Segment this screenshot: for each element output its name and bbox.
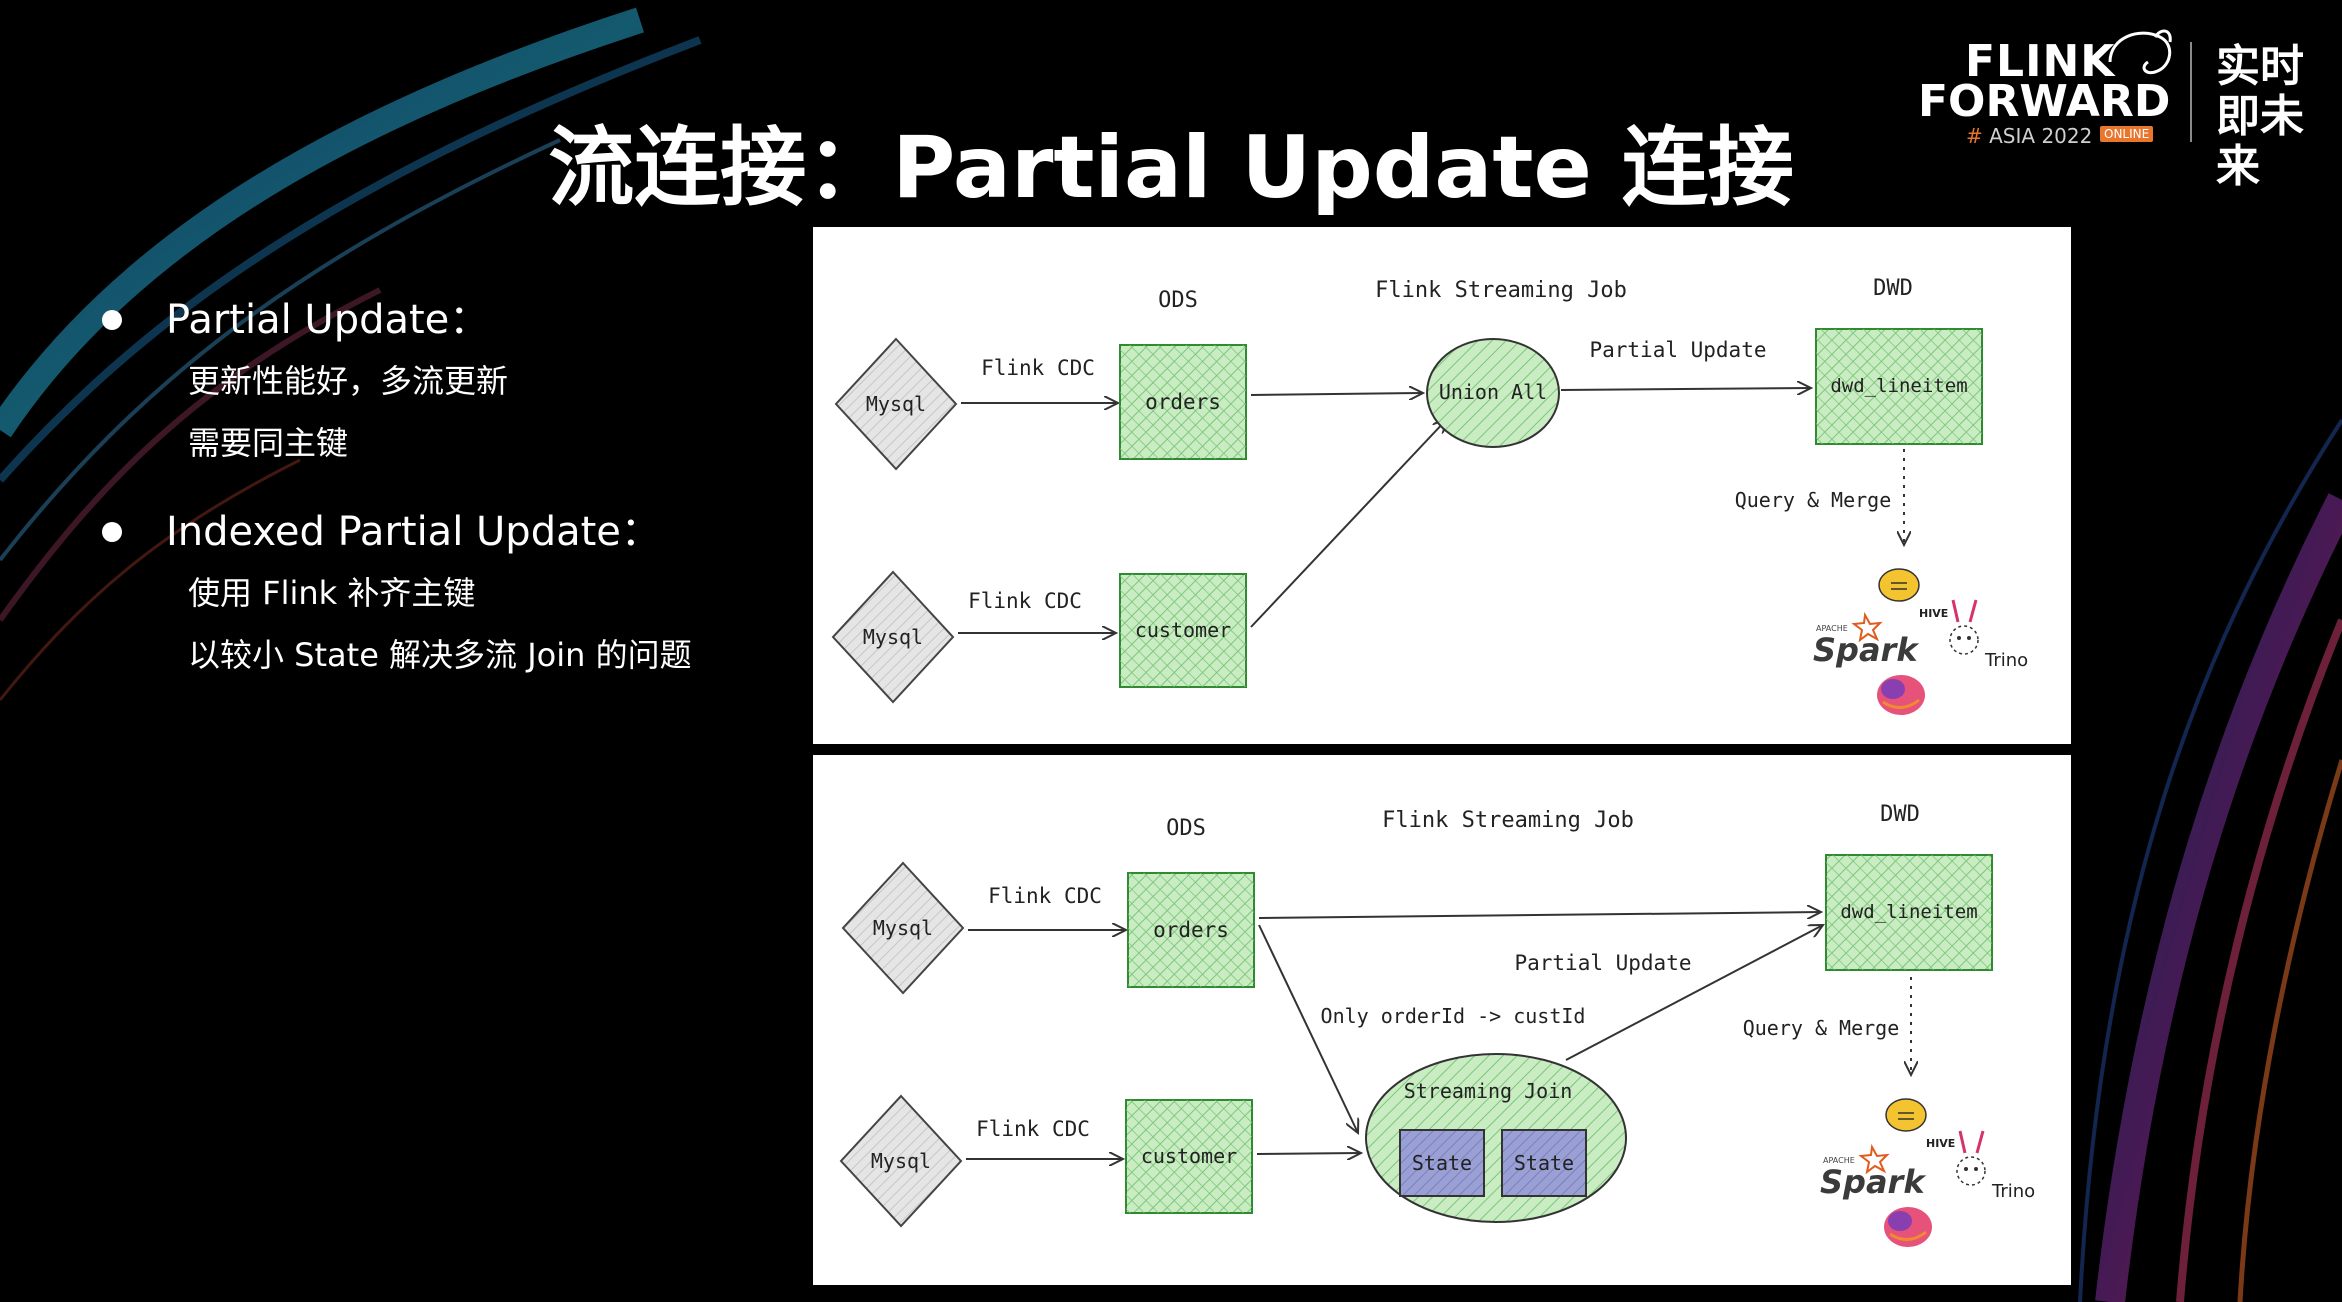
state-box-1: State <box>1399 1129 1485 1197</box>
customer-label: customer <box>1135 618 1231 642</box>
mysql-label: Mysql <box>866 392 926 416</box>
diagram-2-svg: ODS Flink Streaming Job DWD Mysql Mysql … <box>839 802 2035 1247</box>
trino-icon: Trino <box>1949 599 2028 671</box>
bullet-sub-item: 以较小 State 解决多流 Join 的问题 <box>188 636 692 674</box>
customer-table: customer <box>1125 1099 1253 1214</box>
union-all-node: Union All <box>1426 338 1560 448</box>
state-label: State <box>1412 1151 1472 1175</box>
orders-label: orders <box>1145 390 1221 414</box>
bullet-sub-item: 需要同主键 <box>188 424 349 462</box>
logo-chinese: 实时即未来 <box>2216 41 2304 192</box>
spark-label: Spark <box>1820 1163 1926 1201</box>
arrow-customer-to-union <box>1250 419 1447 628</box>
mysql-source-bottom: Mysql <box>839 1094 963 1228</box>
logo-online-badge: ONLINE <box>2100 126 2154 142</box>
hive-icon: HIVE <box>1885 1098 1955 1150</box>
arrow-union-to-dwd <box>1560 388 1811 390</box>
flink-squirrel-icon <box>1884 1207 1932 1247</box>
orders-label: orders <box>1153 918 1229 942</box>
bullet-heading-text: Partial Update： <box>166 297 490 343</box>
trino-label: Trino <box>1984 650 2028 671</box>
dwd-lineitem-table: dwd_lineitem <box>1825 854 1993 971</box>
dwd-table-label: dwd_lineitem <box>1840 901 1977 923</box>
state-box-2: State <box>1501 1129 1587 1197</box>
squirrel-icon <box>2108 29 2172 75</box>
bullet-heading-1: Partial Update： <box>100 290 780 350</box>
dwd-label: DWD <box>1873 276 1913 301</box>
hive-icon: HIVE <box>1878 568 1948 620</box>
only-orderid-label: Only orderId -> custId <box>1321 1004 1586 1028</box>
streaming-join-node: Streaming Join State State <box>1365 1053 1627 1223</box>
union-label: Union All <box>1439 380 1547 404</box>
orders-table: orders <box>1119 344 1247 460</box>
bullet-list: Partial Update： 更新性能好，多流更新 需要同主键 Indexed… <box>100 290 780 686</box>
cdc-label-bottom: Flink CDC <box>968 589 1082 613</box>
mysql-label: Mysql <box>871 1149 931 1173</box>
mysql-source-top: Mysql <box>841 861 965 995</box>
spark-icon: APACHE Spark <box>1813 611 1919 669</box>
arrow-orders-to-join <box>1258 924 1358 1133</box>
partial-update-label: Partial Update <box>1514 951 1691 975</box>
hive-label: HIVE <box>1919 607 1948 620</box>
logo-divider <box>2190 42 2192 142</box>
flink-squirrel-icon <box>1877 675 1925 715</box>
flink-forward-logo: FLINK FORWARD # ASIA 2022 ONLINE 实时即未来 <box>1910 22 2310 192</box>
cdc-label-bottom: Flink CDC <box>976 1117 1090 1141</box>
logo-event: # ASIA 2022 <box>1966 124 2092 148</box>
state-label: State <box>1514 1151 1574 1175</box>
job-label: Flink Streaming Job <box>1382 808 1634 833</box>
ods-label: ODS <box>1166 816 1206 841</box>
apache-label: APACHE <box>1823 1156 1855 1165</box>
arrow-orders-to-dwd <box>1258 912 1821 918</box>
spark-label: Spark <box>1813 631 1919 669</box>
job-label: Flink Streaming Job <box>1375 278 1627 303</box>
orders-table: orders <box>1127 872 1255 988</box>
dwd-label: DWD <box>1880 802 1920 827</box>
mysql-source-bottom: Mysql <box>831 570 955 704</box>
diagram-panel-partial-update: ODS Flink Streaming Job DWD Mysql Mysql … <box>813 227 2071 744</box>
diagram-1-svg: ODS Flink Streaming Job DWD Mysql Mysql … <box>831 276 2028 715</box>
dwd-lineitem-table: dwd_lineitem <box>1815 328 1983 445</box>
page-title: 流连接：Partial Update 连接 <box>548 118 1794 218</box>
logo-hash: # <box>1966 124 1983 148</box>
logo-flink: FLINK <box>1965 36 2116 87</box>
customer-table: customer <box>1119 573 1247 688</box>
spark-icon: APACHE Spark <box>1820 1143 1926 1201</box>
arrow-customer-to-join <box>1256 1153 1361 1154</box>
ods-label: ODS <box>1158 288 1198 313</box>
bullet-sub-item: 使用 Flink 补齐主键 <box>188 574 476 612</box>
customer-label: customer <box>1141 1144 1237 1168</box>
partial-update-label: Partial Update <box>1589 338 1766 362</box>
dwd-table-label: dwd_lineitem <box>1830 375 1967 397</box>
hive-label: HIVE <box>1926 1137 1955 1150</box>
bullet-heading-text: Indexed Partial Update： <box>166 509 661 555</box>
apache-label: APACHE <box>1816 624 1848 633</box>
bullet-dot <box>102 522 122 542</box>
bullet-sub-item: 更新性能好，多流更新 <box>188 362 509 400</box>
bullet-dot <box>102 310 122 330</box>
arrow-join-to-dwd <box>1565 925 1823 1061</box>
diagram-panel-indexed-partial-update: ODS Flink Streaming Job DWD Mysql Mysql … <box>813 755 2071 1285</box>
logo-event-text: ASIA 2022 <box>1989 124 2093 148</box>
bullet-heading-2: Indexed Partial Update： <box>100 502 780 562</box>
mysql-source-top: Mysql <box>834 337 958 471</box>
mysql-label: Mysql <box>873 916 933 940</box>
cdc-label-top: Flink CDC <box>988 884 1102 908</box>
logo-forward: FORWARD <box>1918 76 2171 127</box>
trino-label: Trino <box>1991 1181 2035 1202</box>
arrow-orders-to-union <box>1250 393 1423 395</box>
trino-icon: Trino <box>1956 1130 2035 1202</box>
cdc-label-top: Flink CDC <box>981 356 1095 380</box>
query-merge-label: Query & Merge <box>1743 1016 1900 1040</box>
query-merge-label: Query & Merge <box>1735 488 1892 512</box>
mysql-label: Mysql <box>863 625 923 649</box>
streaming-join-label: Streaming Join <box>1404 1079 1573 1103</box>
